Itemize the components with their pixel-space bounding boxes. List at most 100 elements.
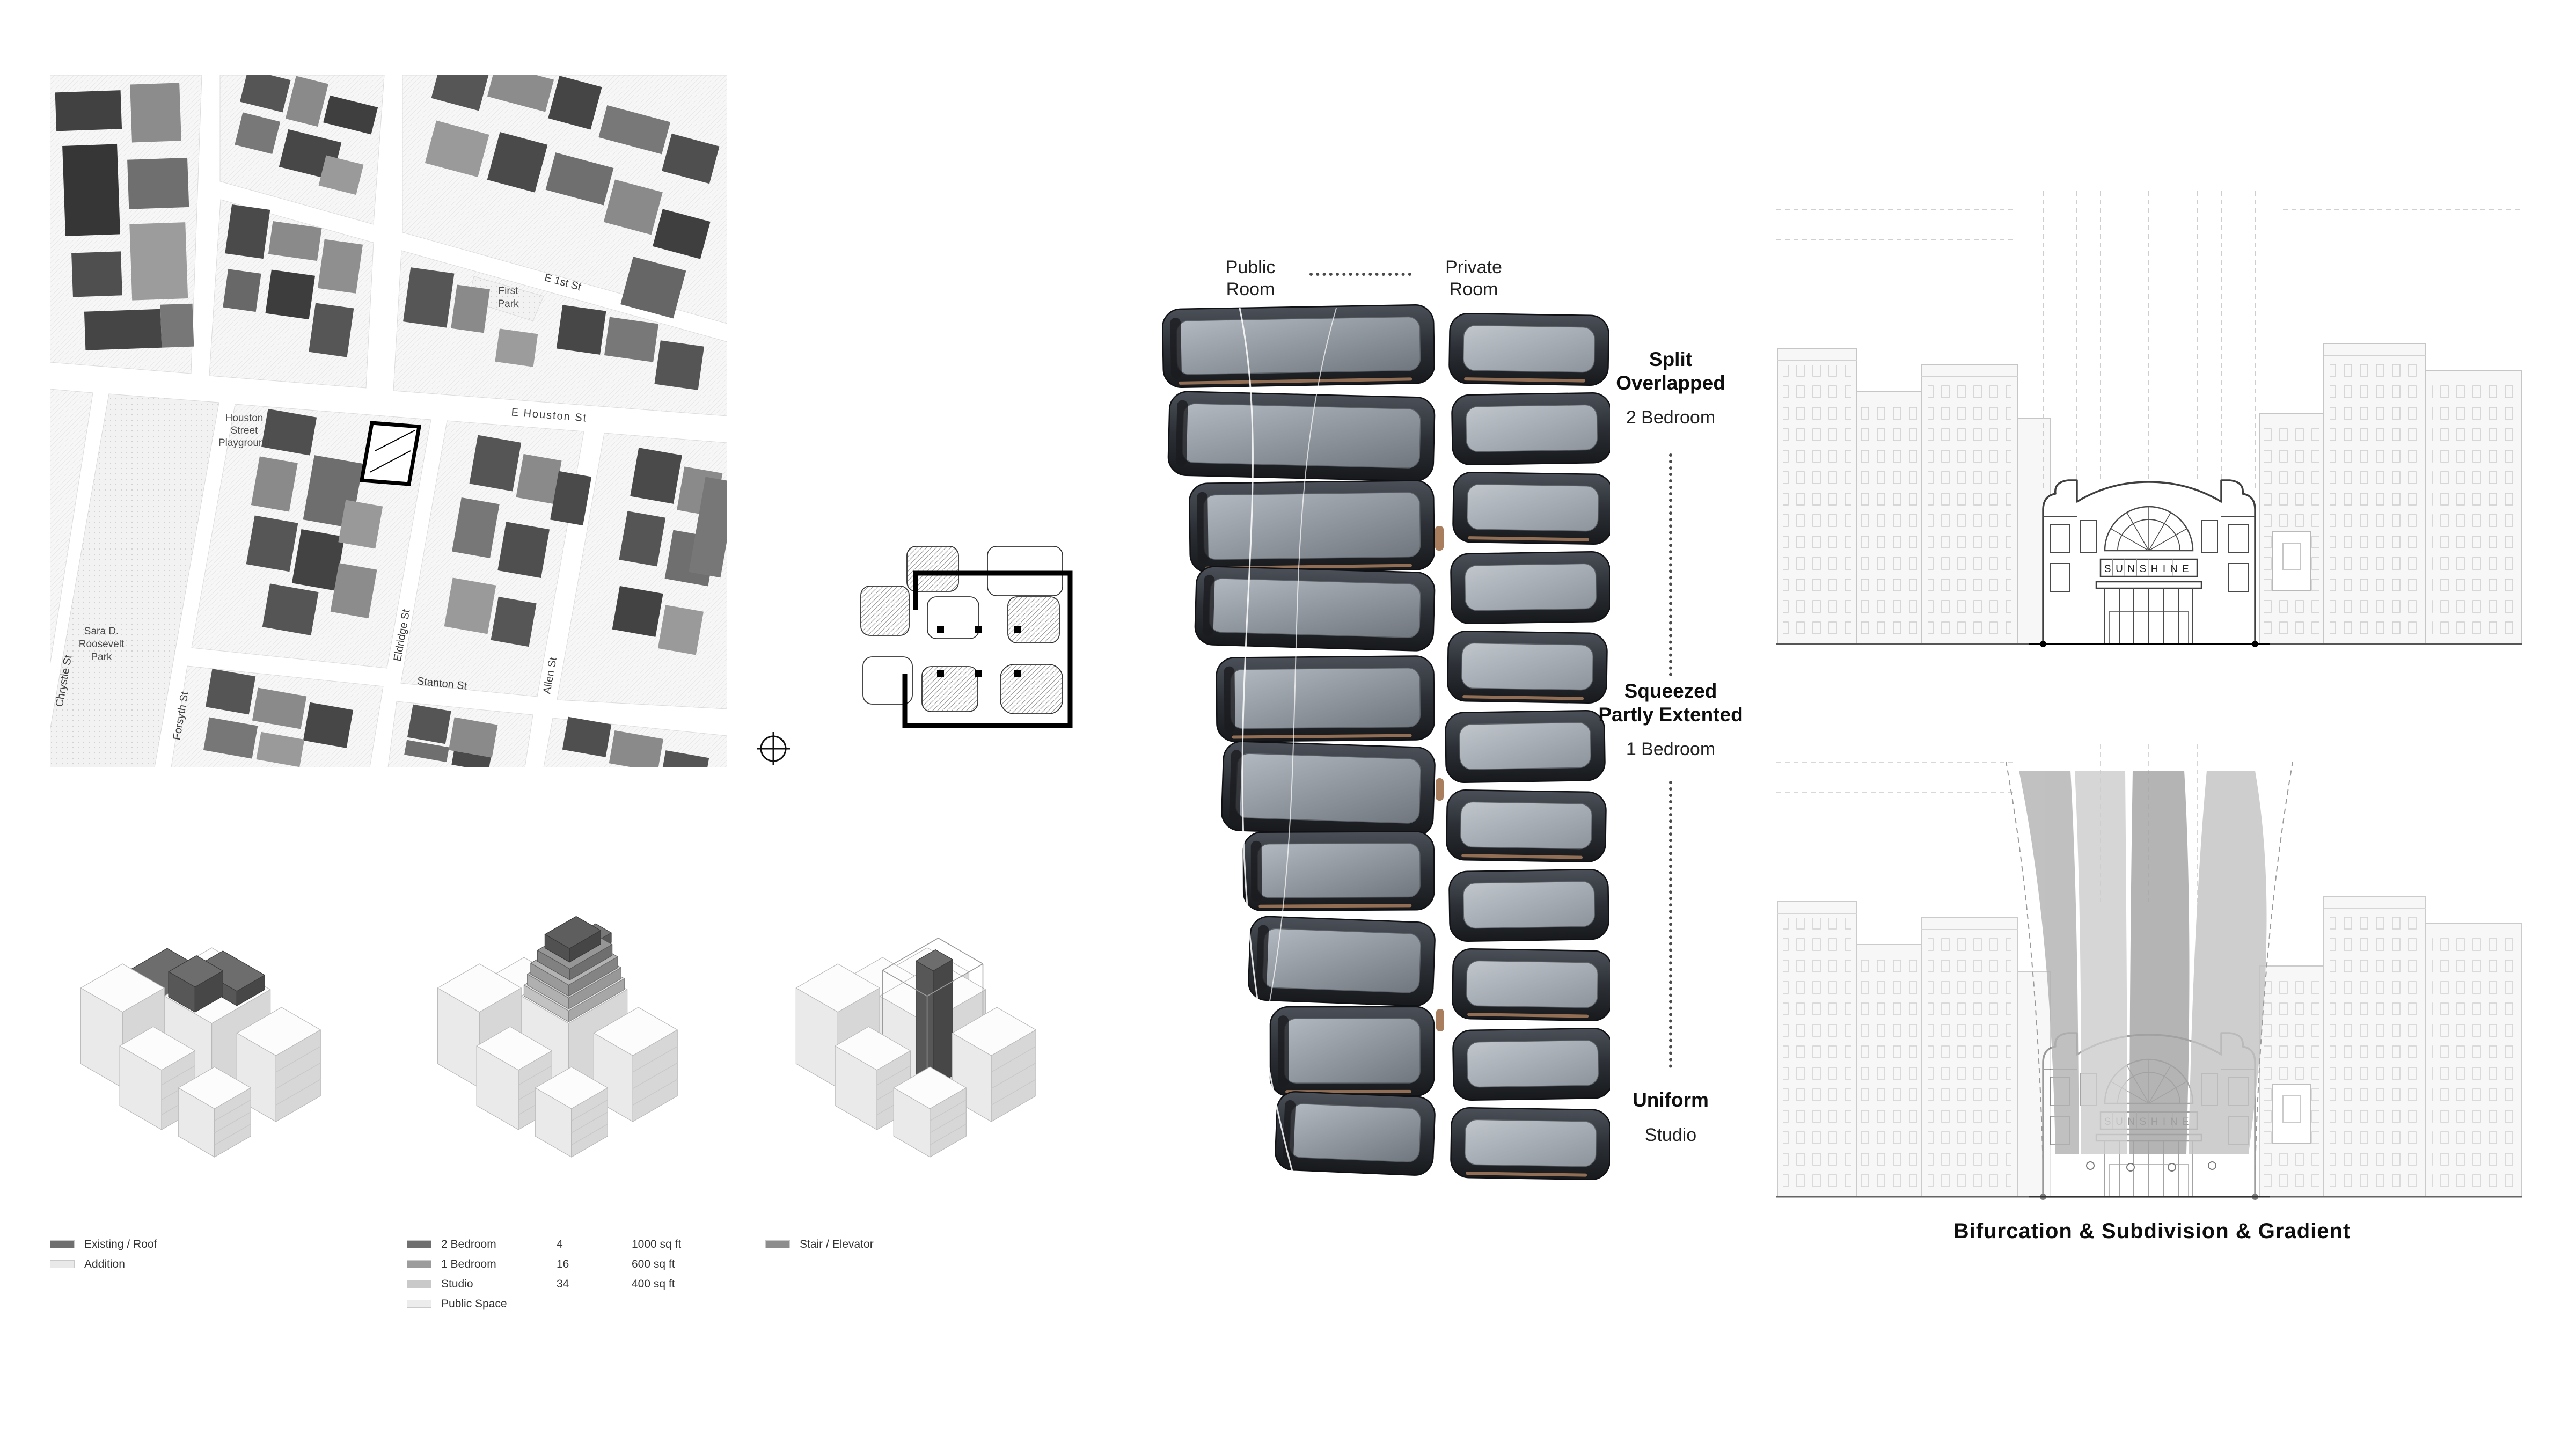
public-room-module (1167, 391, 1436, 482)
street-label-e-houston: E Houston St (511, 406, 588, 424)
iso-box-face (569, 944, 613, 980)
massing-diagram-existing (80, 947, 321, 1158)
base-markers (2086, 1161, 2216, 1172)
legend-massing: Existing / Roof Addition (50, 1234, 157, 1274)
legend-area: 1000 sq ft (632, 1238, 682, 1250)
module-stack-graphic (1162, 304, 1610, 1181)
tower-envelope-guides (2006, 762, 2293, 1170)
public-room-label: Public Room (1225, 257, 1276, 299)
elevation-caption: Bifurcation & Subdivision & Gradient (1953, 1219, 2351, 1243)
building-footprints (55, 75, 727, 767)
private-room-module (1448, 312, 1609, 386)
legend-area: 600 sq ft (632, 1257, 675, 1270)
legend-row: Studio 34 400 sq ft (407, 1274, 750, 1294)
legend-program: 2 Bedroom 4 1000 sq ft 1 Bedroom 16 600 … (407, 1234, 750, 1314)
legend-row: 1 Bedroom 16 600 sq ft (407, 1254, 750, 1274)
circulation-flow-lines (1223, 308, 1337, 1176)
private-room-module (1452, 471, 1610, 545)
legend-count: 4 (557, 1238, 563, 1250)
legend-label: Stair / Elevator (800, 1238, 874, 1250)
annotation-squeezed: Squeezed Partly Extented 1 Bedroom (1598, 680, 1743, 760)
svg-text:Playground: Playground (218, 437, 270, 449)
project-site-marker (359, 421, 422, 486)
massing-diagram-circulation (795, 938, 1036, 1158)
private-room-label: Private Room (1445, 257, 1502, 299)
copper-accents (1435, 526, 1444, 1031)
legend-label: Studio (441, 1277, 473, 1290)
annotation-divider-2 (1669, 781, 1672, 1068)
legend-row: Existing / Roof (50, 1234, 157, 1254)
site-map: E 1st St E Houston St Stanton St Chrysti… (50, 75, 727, 767)
legend-row: Public Space (407, 1294, 750, 1314)
svg-text:Roosevelt: Roosevelt (79, 639, 125, 650)
svg-text:First: First (499, 286, 519, 297)
public-room-module (1248, 916, 1436, 1007)
legend-swatch (407, 1240, 431, 1248)
legend-swatch (407, 1260, 431, 1268)
legend-label: Existing / Roof (84, 1238, 157, 1250)
private-room-module (1452, 1027, 1610, 1101)
legend-label: Public Space (441, 1297, 507, 1310)
construction-guides (1776, 191, 2522, 488)
elevation-existing (1776, 191, 2522, 648)
iso-box-face (568, 967, 621, 1009)
private-room-module (1446, 789, 1607, 863)
street-label-allen: Allen St (541, 656, 559, 695)
private-room-module (1447, 630, 1608, 704)
svg-text:Sara D.: Sara D. (84, 626, 119, 637)
public-room-module (1221, 741, 1436, 837)
annotation-divider-1 (1669, 453, 1672, 676)
private-room-module (1452, 948, 1610, 1022)
legend-area: 400 sq ft (632, 1277, 675, 1290)
legend-label: 1 Bedroom (441, 1257, 496, 1270)
legend-swatch (50, 1240, 75, 1248)
annotation-uniform: Uniform Studio (1633, 1089, 1709, 1145)
legend-count: 34 (557, 1277, 569, 1290)
public-room-module (1269, 1006, 1435, 1097)
legend-count: 16 (557, 1257, 569, 1270)
legend-label: Addition (84, 1257, 125, 1270)
public-room-module (1242, 831, 1435, 911)
iso-box-face (933, 959, 953, 1087)
room-divider-dots (1309, 273, 1411, 276)
legend-swatch (765, 1240, 790, 1248)
public-room-module (1216, 655, 1435, 742)
public-room-module (1194, 566, 1436, 652)
massing-diagram-program (437, 916, 678, 1158)
tower-massing (2019, 771, 2267, 1154)
legend-circulation: Stair / Elevator (765, 1234, 874, 1254)
iso-box-face (236, 975, 265, 1006)
iso-box-face (194, 970, 223, 1013)
north-arrow-icon (757, 732, 790, 765)
iso-box-face (568, 956, 618, 997)
place-label-first-park: First Park (497, 286, 519, 310)
private-room-module (1445, 709, 1606, 784)
legend-row: 2 Bedroom 4 1000 sq ft (407, 1234, 750, 1254)
unit-module-stack (1162, 304, 1610, 1181)
place-label-roosevelt-park: Sara D. Roosevelt Park (79, 626, 125, 663)
private-room-module (1451, 392, 1610, 466)
public-room-module (1162, 304, 1435, 389)
iso-box-face (568, 978, 625, 1022)
svg-text:Street: Street (231, 425, 258, 436)
legend-swatch (407, 1300, 431, 1308)
private-room-module (1450, 1107, 1610, 1181)
place-label-playground: Houston Street Playground (218, 413, 270, 449)
svg-text:Park: Park (497, 298, 519, 310)
public-room-module (1275, 1091, 1436, 1176)
legend-row: Addition (50, 1254, 157, 1274)
legend-label: 2 Bedroom (441, 1238, 496, 1250)
legend-swatch (50, 1260, 75, 1268)
elevation-proposed (1776, 744, 2522, 1201)
private-room-module (1450, 551, 1610, 625)
legend-swatch (407, 1280, 431, 1288)
sara-roosevelt-park-area (50, 393, 219, 767)
annotation-split-overlapped: Split Overlapped 2 Bedroom (1616, 348, 1725, 428)
public-room-module (1189, 480, 1435, 573)
legend-row: Stair / Elevator (765, 1234, 874, 1254)
iso-box-face (569, 930, 601, 963)
private-room-module (1448, 868, 1609, 942)
svg-text:Houston: Houston (225, 413, 264, 424)
typical-floor-plan (860, 546, 1073, 728)
